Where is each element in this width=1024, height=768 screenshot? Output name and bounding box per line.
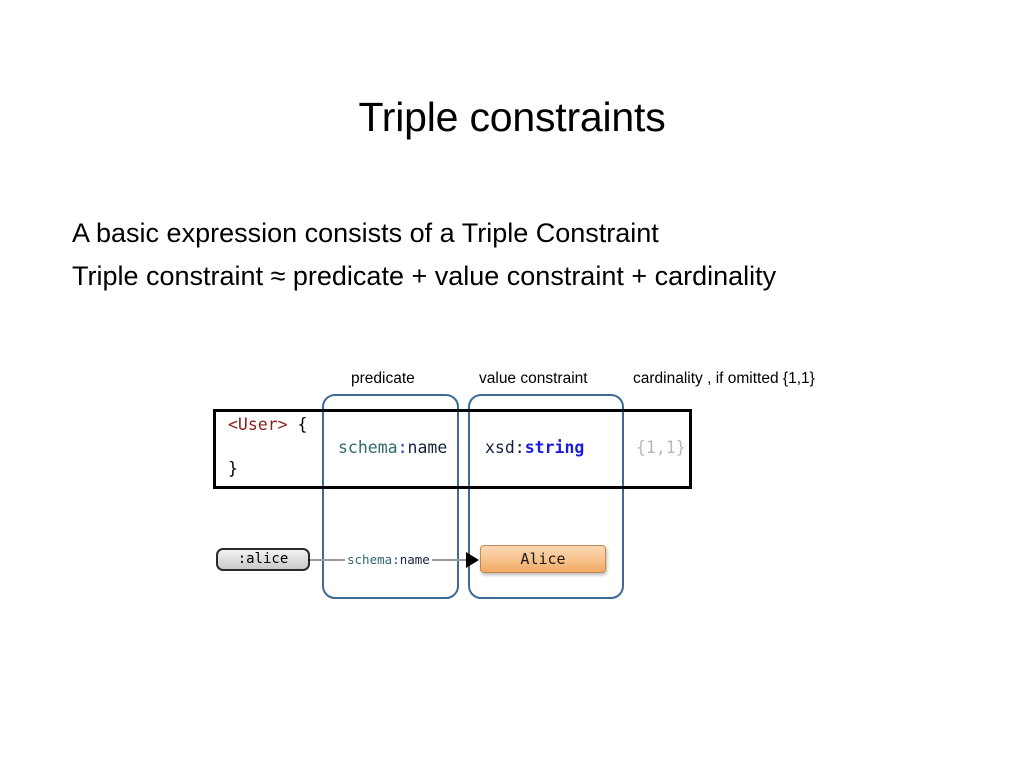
- edge-prefix: schema: [347, 552, 393, 567]
- predicate-prefix: schema: [338, 438, 398, 457]
- caption-cardinality: cardinality , if omitted {1,1}: [633, 370, 815, 387]
- edge-label-predicate: schema:name: [345, 552, 432, 567]
- edge-colon: :: [392, 552, 400, 567]
- value-constraint-term: xsd:string: [485, 438, 584, 457]
- open-brace: [288, 415, 298, 434]
- predicate-colon: :: [397, 438, 408, 457]
- node-object-alice-literal: Alice: [480, 545, 606, 573]
- close-brace: }: [228, 459, 238, 478]
- shape-declaration: <User> {: [228, 415, 307, 434]
- page-title: Triple constraints: [358, 94, 666, 141]
- caption-predicate: predicate: [351, 370, 415, 387]
- xsd-datatype: string: [524, 438, 585, 457]
- xsd-prefix: xsd:: [485, 438, 525, 457]
- shape-name: <User>: [228, 415, 288, 434]
- edge-local: name: [399, 552, 430, 567]
- slide-body: A basic expression consists of a Triple …: [72, 212, 972, 298]
- bracket-value-constraint-column: [468, 394, 624, 599]
- cardinality-term: {1,1}: [636, 438, 686, 457]
- arrow-icon: [466, 552, 479, 568]
- open-brace-glyph: {: [297, 415, 308, 434]
- predicate-term: schema:name: [338, 438, 447, 457]
- bracket-predicate-column: [322, 394, 459, 599]
- predicate-local: name: [407, 438, 448, 457]
- schema-box: [213, 409, 692, 489]
- node-subject-alice: :alice: [216, 548, 310, 571]
- body-line-2: Triple constraint ≈ predicate + value co…: [72, 261, 777, 291]
- body-line-1: A basic expression consists of a Triple …: [72, 218, 659, 248]
- caption-value-constraint: value constraint: [479, 370, 588, 387]
